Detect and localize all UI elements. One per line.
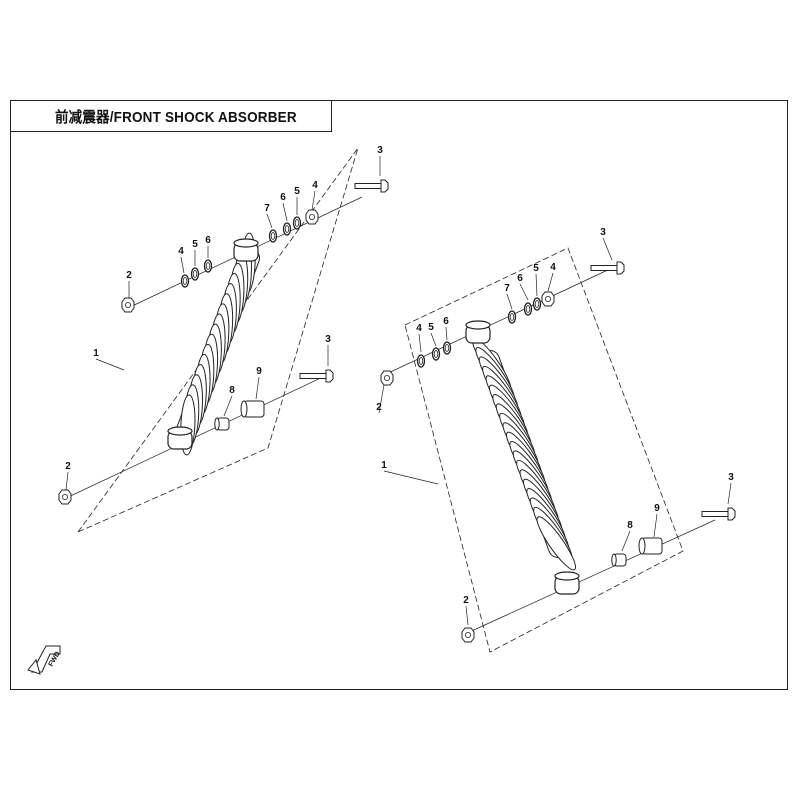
callout-right-0: 1 <box>381 460 387 471</box>
leader-left-12 <box>223 395 233 417</box>
nut-right-0 <box>380 370 394 386</box>
bolt-left-9 <box>354 179 389 193</box>
leader-left-6 <box>311 190 316 211</box>
callout-left-5: 4 <box>178 246 184 257</box>
callout-left-13: 9 <box>256 366 262 377</box>
leader-left-2 <box>65 471 69 491</box>
leader-right-4 <box>727 482 732 505</box>
leader-right-2 <box>465 605 469 626</box>
nut-left-8 <box>305 209 319 225</box>
leader-left-13 <box>255 376 260 400</box>
leader-right-7 <box>430 332 437 347</box>
diagram-frame <box>10 100 788 690</box>
sleeve-right-12 <box>638 537 663 555</box>
callout-left-8: 5 <box>294 186 300 197</box>
leader-right-6 <box>547 272 554 292</box>
callout-left-9: 6 <box>205 235 211 246</box>
nut-right-14 <box>461 627 475 643</box>
callout-left-10: 6 <box>280 192 286 203</box>
nut-right-8 <box>541 291 555 307</box>
eye-left-4 <box>233 238 259 262</box>
callout-left-2: 2 <box>65 461 71 472</box>
ring-right-7 <box>532 297 542 311</box>
ring-right-6 <box>523 302 533 316</box>
callout-right-3: 3 <box>600 227 606 238</box>
ring-right-2 <box>431 347 441 361</box>
ring-left-3 <box>203 259 213 273</box>
fwd-arrow-head <box>27 658 41 675</box>
fwd-arrow-shape <box>31 645 61 673</box>
ring-left-1 <box>180 274 190 288</box>
eye-right-4 <box>465 320 491 344</box>
fwd-arrow-icon: FWD <box>27 645 62 675</box>
leader-left-5 <box>180 256 185 274</box>
callout-left-4: 3 <box>325 334 331 345</box>
leader-left-10 <box>282 202 288 222</box>
eye-right-10 <box>554 571 580 595</box>
callout-right-12: 8 <box>627 520 633 531</box>
bolt-right-13 <box>701 507 736 521</box>
bush-right-11 <box>611 553 627 567</box>
nut-left-0 <box>121 297 135 313</box>
leader-right-3 <box>602 237 613 261</box>
ring-left-5 <box>268 229 278 243</box>
dashed-panels <box>76 147 684 653</box>
ring-right-3 <box>442 341 452 355</box>
mount-axis-right-1 <box>464 519 716 635</box>
diagram-title: 前减震器/FRONT SHOCK ABSORBER <box>55 108 297 126</box>
callout-left-12: 8 <box>229 385 235 396</box>
callout-right-11: 7 <box>504 283 510 294</box>
leader-right-8 <box>535 273 538 297</box>
ring-right-5 <box>507 310 517 324</box>
spring-coil <box>536 516 576 571</box>
callout-right-4: 3 <box>728 472 734 483</box>
title-box: 前减震器/FRONT SHOCK ABSORBER <box>10 100 332 132</box>
leader-right-12 <box>621 530 631 552</box>
callout-right-5: 4 <box>416 323 422 334</box>
callout-left-7: 5 <box>192 239 198 250</box>
leader-right-10 <box>519 283 529 301</box>
leader-right-0 <box>383 470 439 485</box>
callout-right-13: 9 <box>654 503 660 514</box>
callout-left-0: 1 <box>93 348 99 359</box>
leader-lines <box>65 156 732 626</box>
callout-right-1: 2 <box>376 402 382 413</box>
bolt-right-9 <box>590 261 625 275</box>
callout-right-8: 5 <box>533 263 539 274</box>
leader-right-11 <box>506 293 513 310</box>
shock-body-left <box>176 232 260 456</box>
ring-right-1 <box>416 354 426 368</box>
eye-left-10 <box>167 426 193 450</box>
callout-right-9: 6 <box>443 316 449 327</box>
forward-direction-arrow: FWD <box>27 645 62 675</box>
ring-left-2 <box>190 267 200 281</box>
leader-right-13 <box>653 513 658 538</box>
callout-left-1: 2 <box>126 270 132 281</box>
nut-left-14 <box>58 489 72 505</box>
callout-left-3: 3 <box>377 145 383 156</box>
leader-right-1 <box>378 384 385 414</box>
bush-left-11 <box>214 417 230 431</box>
parts <box>58 179 736 643</box>
callout-right-2: 2 <box>463 595 469 606</box>
leader-right-5 <box>418 333 422 353</box>
callout-right-10: 6 <box>517 273 523 284</box>
callout-left-6: 4 <box>312 180 318 191</box>
ring-left-7 <box>292 216 302 230</box>
dashed-panel-right <box>404 247 684 653</box>
leader-right-9 <box>445 326 448 341</box>
ring-left-6 <box>282 222 292 236</box>
shock-body-right <box>472 337 576 571</box>
callout-right-6: 4 <box>550 262 556 273</box>
sleeve-left-12 <box>240 400 265 418</box>
leader-left-11 <box>266 213 273 229</box>
callout-right-7: 5 <box>428 322 434 333</box>
leader-left-0 <box>95 358 125 371</box>
callout-left-11: 7 <box>264 203 270 214</box>
